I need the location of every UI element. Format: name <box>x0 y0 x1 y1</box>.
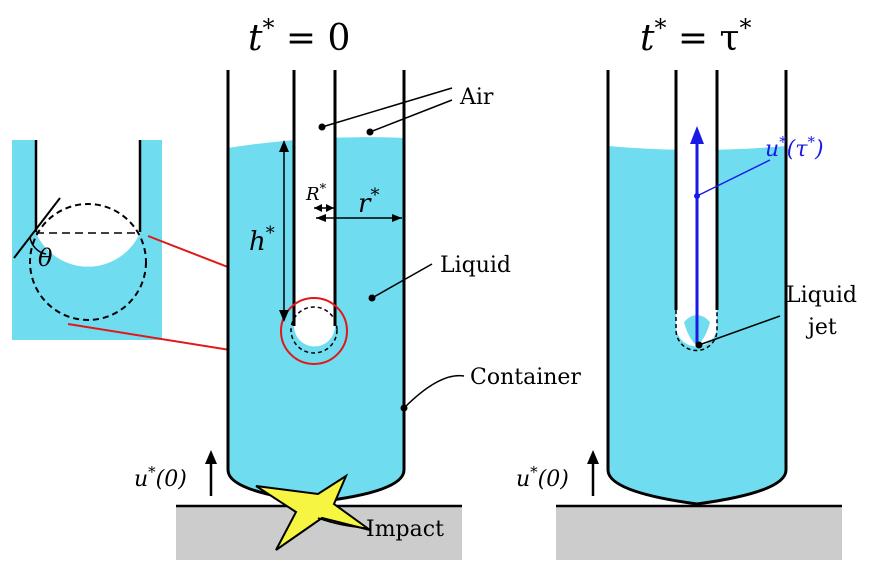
inset-meniscus-circle <box>29 203 147 321</box>
jet-contour-right <box>675 310 718 352</box>
liquid-label: Liquid <box>440 253 511 278</box>
inset-tangent-line <box>13 197 61 259</box>
zoom-circle <box>280 297 348 365</box>
u0-right-label: u*(0) <box>516 463 569 492</box>
h-arrow-bottom <box>279 310 289 322</box>
inset-bubble-air <box>36 233 140 267</box>
meniscus-left <box>290 306 338 354</box>
impact-label: Impact <box>366 517 444 542</box>
air-leader-1 <box>321 87 453 128</box>
inset-angle-arc <box>29 236 47 255</box>
title-right: t* = τ* <box>640 14 751 59</box>
liquid-jet-label-1: Liquid <box>786 283 857 308</box>
right-setup: u*(τ*) <box>556 70 842 560</box>
ground-right <box>556 506 842 560</box>
velocity-leader <box>696 159 771 197</box>
container-right <box>606 70 788 506</box>
inset-zoom: θ <box>12 130 162 340</box>
theta-label: θ <box>38 244 53 272</box>
R-arrow-left <box>314 204 322 212</box>
air-leader-2 <box>369 99 453 133</box>
u0-right-arrow-head <box>587 450 599 464</box>
R-label: R* <box>305 182 327 205</box>
h-arrow-top <box>279 140 289 152</box>
velocity-arrow-head <box>690 126 704 144</box>
jet-leader <box>698 315 781 346</box>
R-arrow-right <box>326 204 334 212</box>
u0-left-label: u*(0) <box>134 463 187 492</box>
impact-star <box>255 473 371 551</box>
r-label: r* <box>358 185 379 219</box>
r-arrow-left <box>316 214 326 222</box>
u0-left-arrow-head <box>205 450 217 464</box>
bubble-air-left <box>294 326 335 347</box>
h-label: h* <box>249 223 275 257</box>
annotations: Air Liquid Container Impact Liquid jet <box>317 85 857 542</box>
container-label: Container <box>470 365 581 390</box>
title-left: t* = 0 <box>248 14 350 59</box>
u0-right-group: u*(0) <box>516 450 599 496</box>
left-setup: h* R* r* <box>176 70 462 560</box>
container-leader <box>403 374 465 409</box>
r-arrow-right <box>392 214 402 222</box>
capillary-air-left <box>294 120 335 326</box>
impact-leader <box>317 517 367 529</box>
u-tau-label: u*(τ*) <box>765 133 824 162</box>
liquid-leader <box>371 263 433 299</box>
u0-left-group: u*(0) <box>134 450 217 496</box>
air-label: Air <box>459 85 494 110</box>
liquid-jet-label-2: jet <box>805 315 837 340</box>
